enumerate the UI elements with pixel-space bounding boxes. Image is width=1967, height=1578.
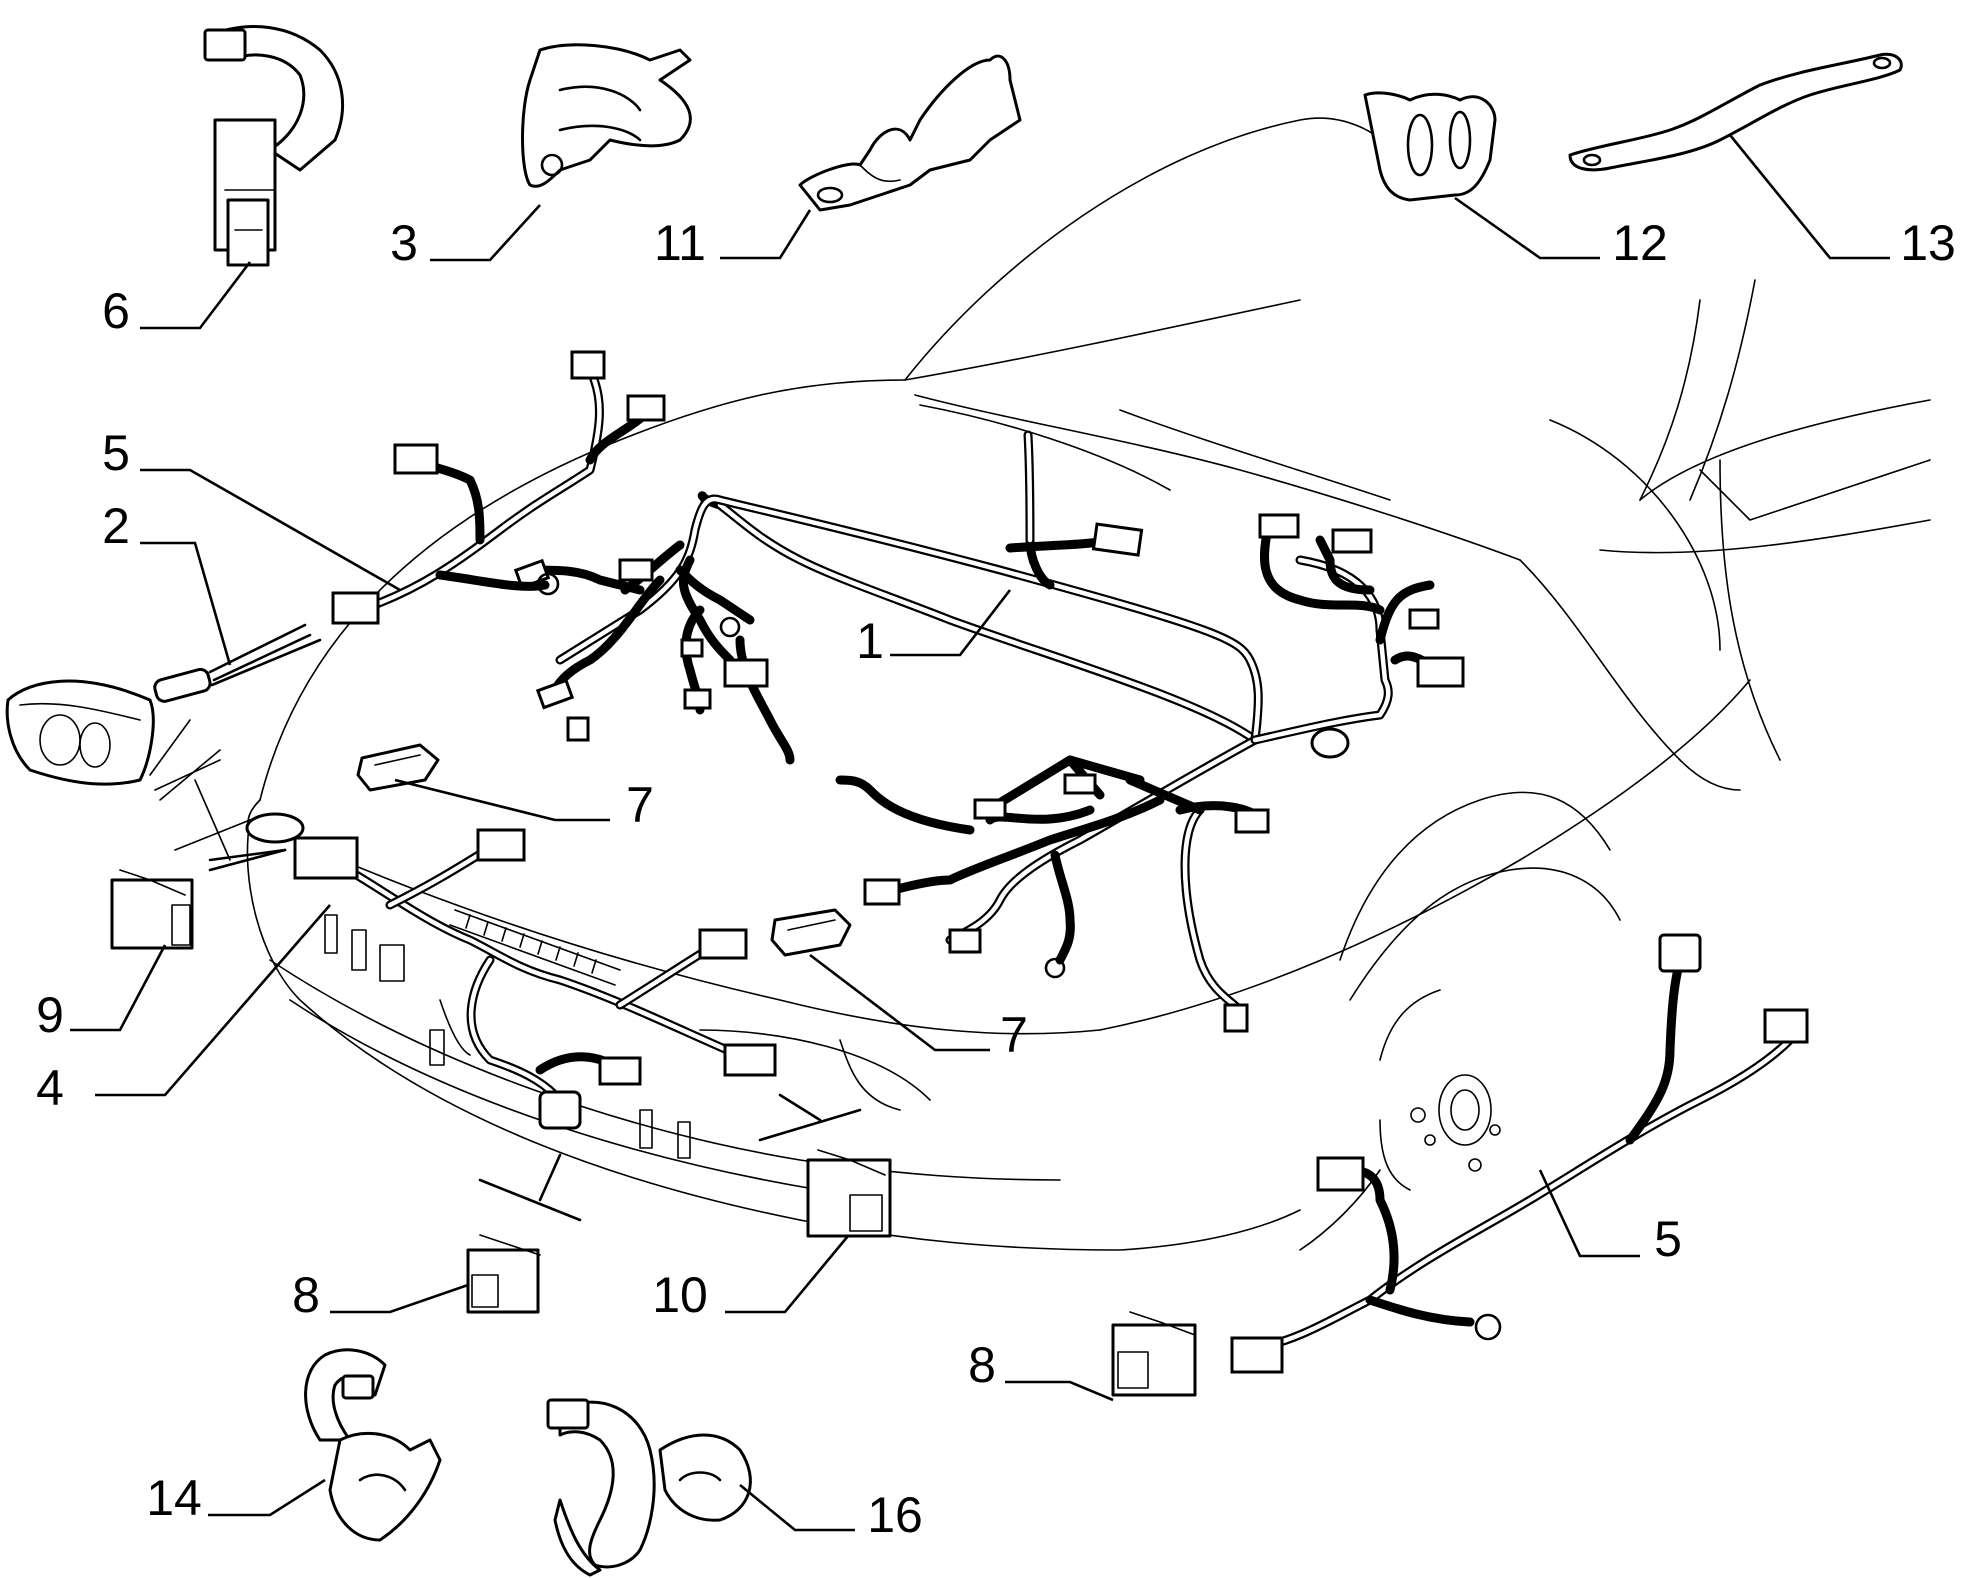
callout-6: 6 <box>102 283 130 339</box>
connector-part-9 <box>110 869 194 950</box>
connector-part-7-right <box>770 908 852 957</box>
callout-8-right: 8 <box>968 1337 996 1393</box>
callout-1: 1 <box>856 613 884 669</box>
callout-9: 9 <box>36 987 64 1043</box>
callout-7-lower: 7 <box>1000 1007 1028 1063</box>
callout-labels: 1 2 3 4 5 5 6 7 7 8 8 9 10 11 12 13 14 1… <box>36 215 1956 1543</box>
clip-part-11 <box>798 54 1022 212</box>
bulb-connector-part-2 <box>153 623 322 703</box>
headlamp-harness-part-5-left <box>331 350 666 625</box>
callout-4: 4 <box>36 1060 64 1116</box>
clip-part-12 <box>1363 91 1497 202</box>
callout-16: 16 <box>867 1487 923 1543</box>
clip-part-6 <box>203 25 345 267</box>
callout-11: 11 <box>654 215 706 271</box>
fog-lamp-assembly <box>5 679 221 791</box>
bracket-lines <box>208 848 862 1222</box>
callout-10: 10 <box>652 1267 708 1323</box>
clip-part-16 <box>546 1398 752 1577</box>
clip-part-3 <box>521 43 692 188</box>
engine-harness-part-1 <box>513 430 1465 1033</box>
callout-7-upper: 7 <box>626 777 654 833</box>
callout-8-left: 8 <box>292 1267 320 1323</box>
connector-part-8-left <box>466 1234 541 1314</box>
callout-12: 12 <box>1612 215 1668 271</box>
clip-part-14 <box>304 1348 442 1542</box>
connector-part-10 <box>806 1149 892 1238</box>
callout-14: 14 <box>146 1470 202 1526</box>
connector-part-8-right <box>1111 1311 1197 1397</box>
callout-5-lower: 5 <box>1654 1211 1682 1267</box>
callout-2: 2 <box>102 498 130 554</box>
front-harness-part-4 <box>245 812 777 1130</box>
callout-5-upper: 5 <box>102 425 130 481</box>
tie-strap-part-13 <box>1568 52 1903 172</box>
headlamp-harness-part-5-right <box>1230 933 1809 1374</box>
callout-3: 3 <box>390 215 418 271</box>
connector-part-7-left <box>356 743 440 792</box>
leader-lines <box>70 134 1890 1532</box>
callout-13: 13 <box>1900 215 1956 271</box>
car-body-outline <box>159 117 1931 1251</box>
